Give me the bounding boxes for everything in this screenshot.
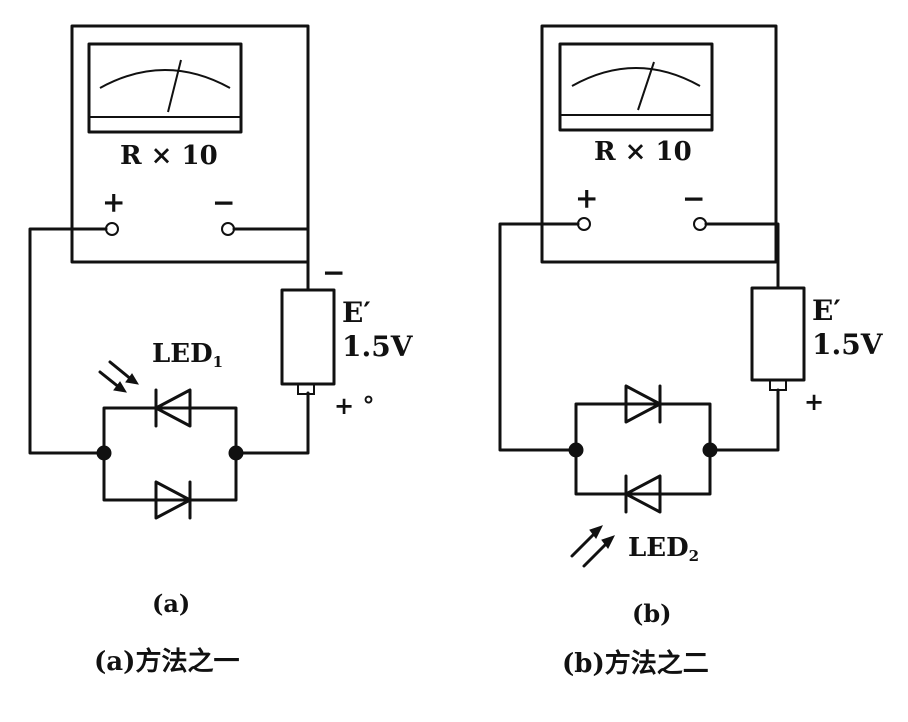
plus-terminal-a <box>105 222 119 236</box>
plus-terminal-label-a: + <box>102 186 125 219</box>
right-wire-a <box>232 227 310 292</box>
minus-terminal-b <box>693 217 707 231</box>
battery-return-wire-b <box>708 388 780 452</box>
junction-left-b <box>568 442 584 458</box>
meter-window-a <box>87 42 243 134</box>
junction-left-a <box>96 445 112 461</box>
battery-voltage-a: 1.5V <box>342 330 414 363</box>
left-wire-b <box>498 222 580 452</box>
diode-lower-a <box>154 480 192 520</box>
battery-minus-label-a: − <box>322 256 345 289</box>
light-arrows-icon-b <box>570 525 615 568</box>
battery-name-a: E′ <box>342 296 371 329</box>
meter-window-b <box>558 42 714 132</box>
minus-terminal-label-b: − <box>682 182 705 215</box>
range-label-a: R × 10 <box>120 141 218 171</box>
battery-return-wire-a <box>234 391 310 455</box>
battery-tip-a <box>297 383 315 395</box>
light-arrows-icon-a <box>98 360 139 393</box>
sublabel-a: (a) <box>152 589 190 618</box>
sublabel-b: (b) <box>632 599 672 628</box>
junction-right-a <box>228 445 244 461</box>
lower-branch-wire-a <box>102 451 238 502</box>
caption-b: (b)方法之二 <box>562 648 709 679</box>
minus-terminal-label-a: − <box>212 186 235 219</box>
diode-upper-b <box>624 384 662 424</box>
meter-needle-a <box>167 59 182 113</box>
meter-needle-b <box>637 61 655 111</box>
multimeter-body-a <box>70 24 310 264</box>
meter-scale-arc-b <box>571 67 701 87</box>
junction-right-b <box>702 442 718 458</box>
battery-body-b <box>750 286 806 382</box>
led1-diode-a <box>154 388 192 428</box>
meter-scale-arc-a <box>99 69 231 89</box>
battery-tip-b <box>769 379 787 391</box>
led2-diode-b <box>624 474 662 514</box>
upper-branch-wire-a <box>102 406 238 455</box>
led-label-a: LED1 <box>152 339 223 371</box>
caption-a: (a)方法之一 <box>94 646 239 677</box>
upper-branch-wire-b <box>574 402 712 452</box>
circuit-b: R × 10 + − E′ 1.5V + LED2 (b) (b)方法之二 <box>498 24 884 679</box>
range-label-b: R × 10 <box>594 137 692 167</box>
right-wire-b <box>704 222 780 290</box>
minus-terminal-a <box>221 222 235 236</box>
multimeter-body-b <box>540 24 778 264</box>
battery-name-b: E′ <box>812 294 841 327</box>
left-wire-a <box>28 227 108 455</box>
battery-plus-label-b: + <box>804 387 824 416</box>
plus-terminal-b <box>577 217 591 231</box>
battery-plus-label-a: + ° <box>334 391 374 420</box>
plus-terminal-label-b: + <box>575 182 598 215</box>
battery-body-a <box>280 288 336 386</box>
lower-branch-wire-b <box>574 448 712 496</box>
circuit-a: R × 10 + − − E′ 1.5V + ° <box>28 24 414 677</box>
battery-voltage-b: 1.5V <box>812 328 884 361</box>
led-label-b: LED2 <box>628 533 699 565</box>
